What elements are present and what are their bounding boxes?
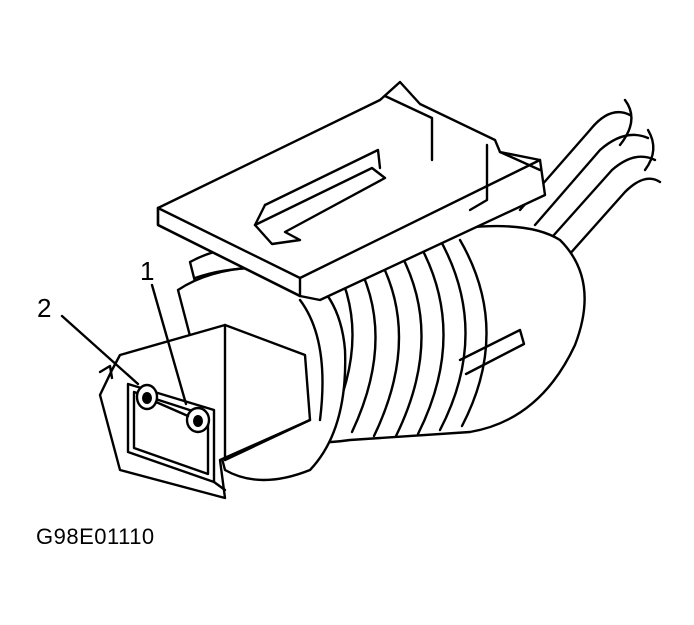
locking-tab-icon bbox=[156, 80, 547, 302]
callout-label-2: 2 bbox=[37, 293, 52, 323]
callout-label-1: 1 bbox=[140, 256, 155, 286]
leader-line-2 bbox=[60, 314, 140, 386]
terminal-cavity-icon bbox=[135, 383, 211, 434]
callout-leaders bbox=[60, 283, 188, 406]
figure-id-label: G98E01110 bbox=[36, 524, 155, 549]
leader-line-1 bbox=[150, 283, 188, 406]
wire-harness-icon bbox=[518, 98, 662, 267]
